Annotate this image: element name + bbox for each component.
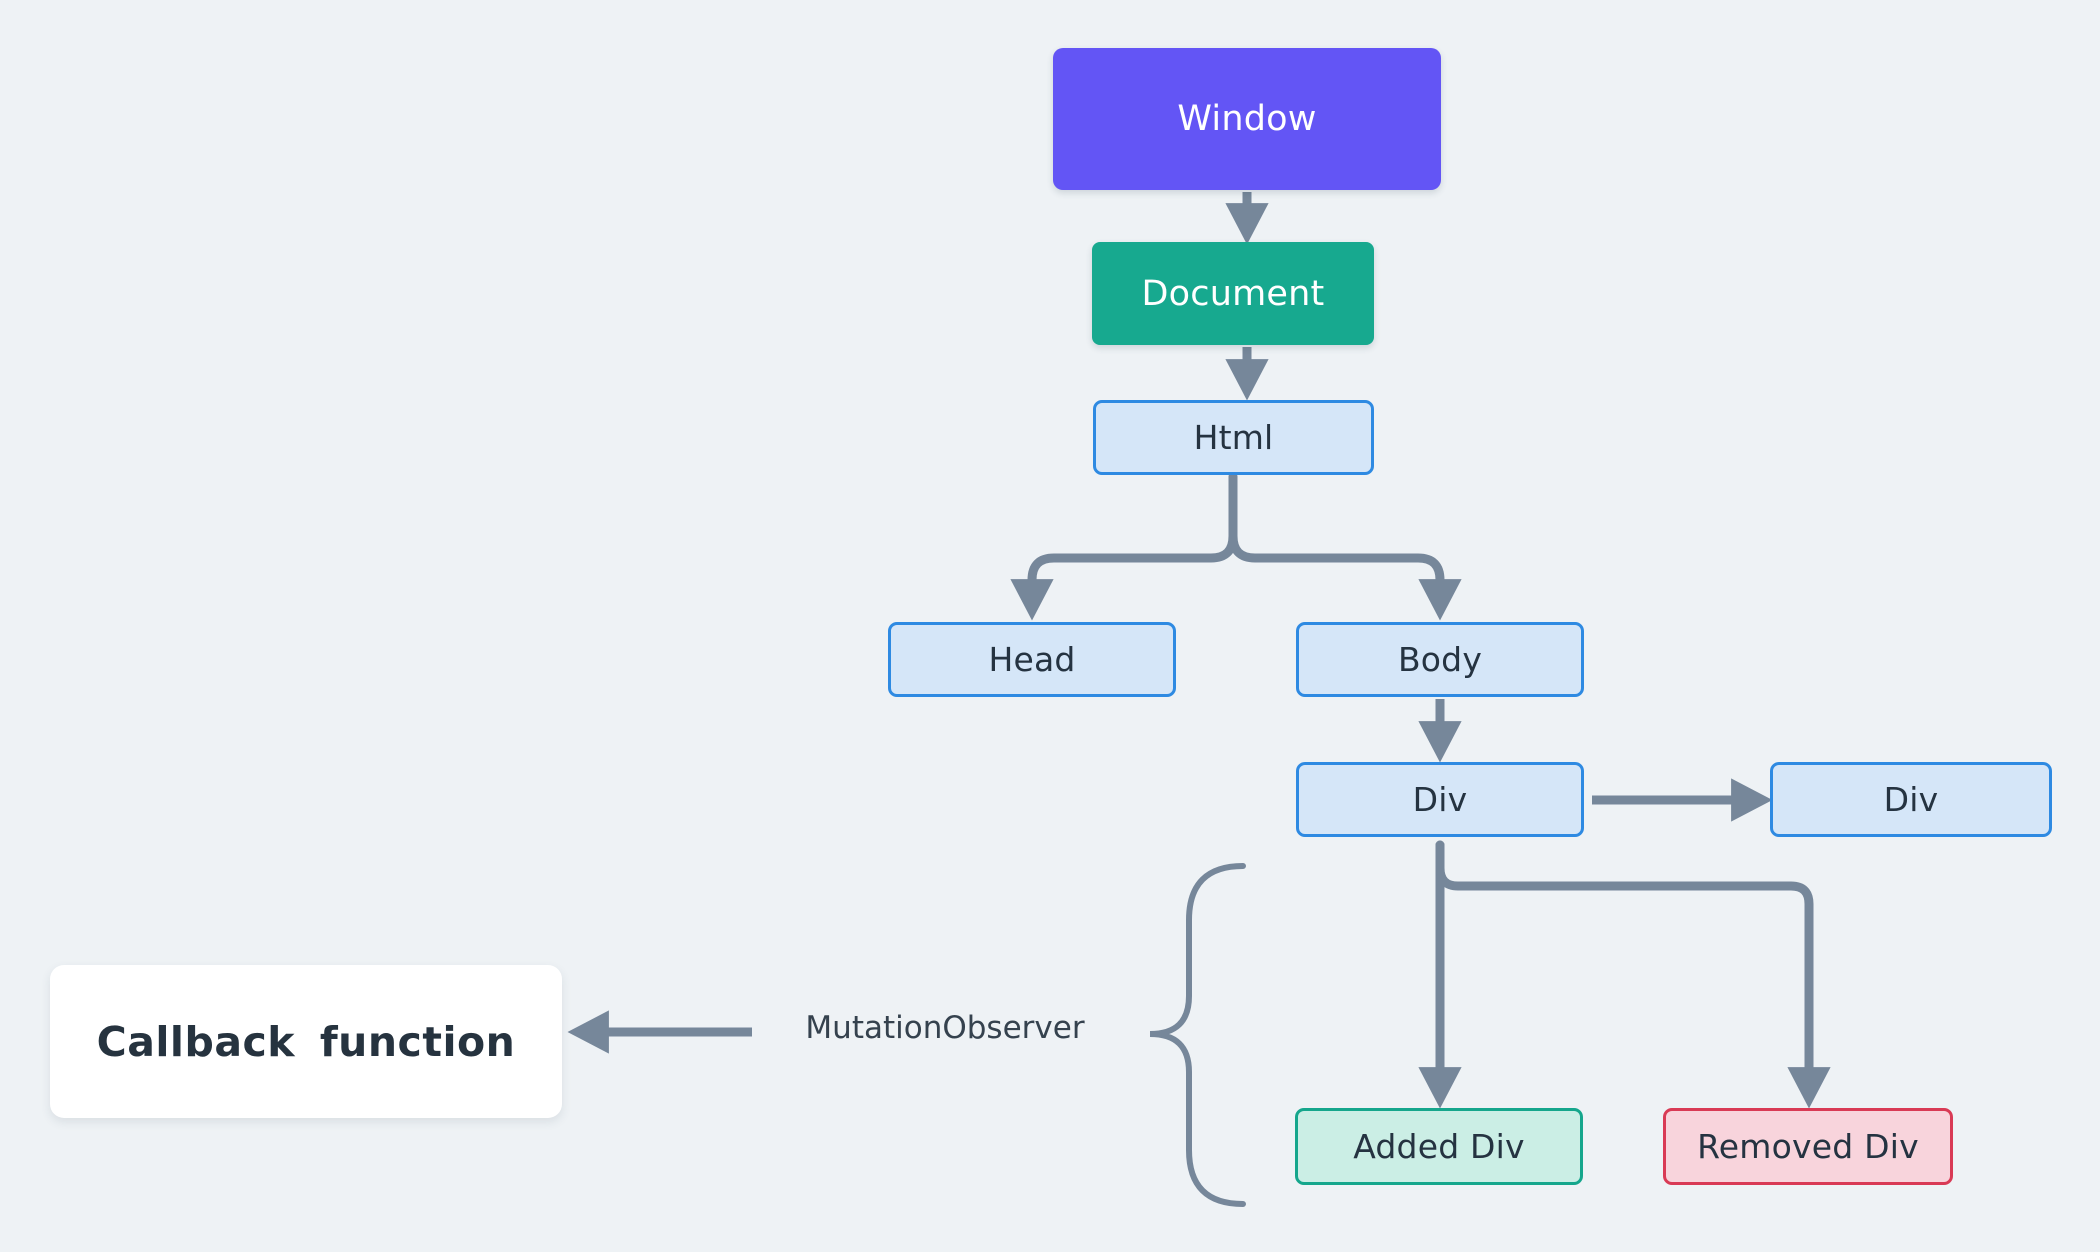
node-head[interactable]: Head [888,622,1176,697]
curly-brace [1149,863,1246,1207]
node-div-left-label: Div [1412,780,1468,819]
node-body-label: Body [1397,640,1483,679]
node-body[interactable]: Body [1296,622,1584,697]
node-div-right-label: Div [1883,780,1939,819]
edge-div-to-removed-div [1435,840,1831,1109]
node-removed-div[interactable]: Removed Div [1663,1108,1953,1185]
node-added-div[interactable]: Added Div [1295,1108,1583,1185]
edge-html-to-body [1228,472,1462,621]
node-html-label: Html [1193,418,1274,457]
node-div-left[interactable]: Div [1296,762,1584,837]
callback-function-label: Callback function [96,1017,516,1066]
node-html[interactable]: Html [1093,400,1374,475]
edge-html-to-head [1010,472,1238,621]
node-removed-div-label: Removed Div [1697,1127,1919,1166]
node-document[interactable]: Document [1092,242,1374,345]
node-document-label: Document [1141,273,1325,314]
mutation-observer-label: MutationObserver [805,1010,1085,1046]
node-div-right[interactable]: Div [1770,762,2052,837]
node-window[interactable]: Window [1053,48,1441,190]
callback-function-card[interactable]: Callback function [50,965,562,1118]
node-head-label: Head [988,640,1076,679]
node-window-label: Window [1177,99,1317,139]
node-added-div-label: Added Div [1353,1127,1525,1166]
